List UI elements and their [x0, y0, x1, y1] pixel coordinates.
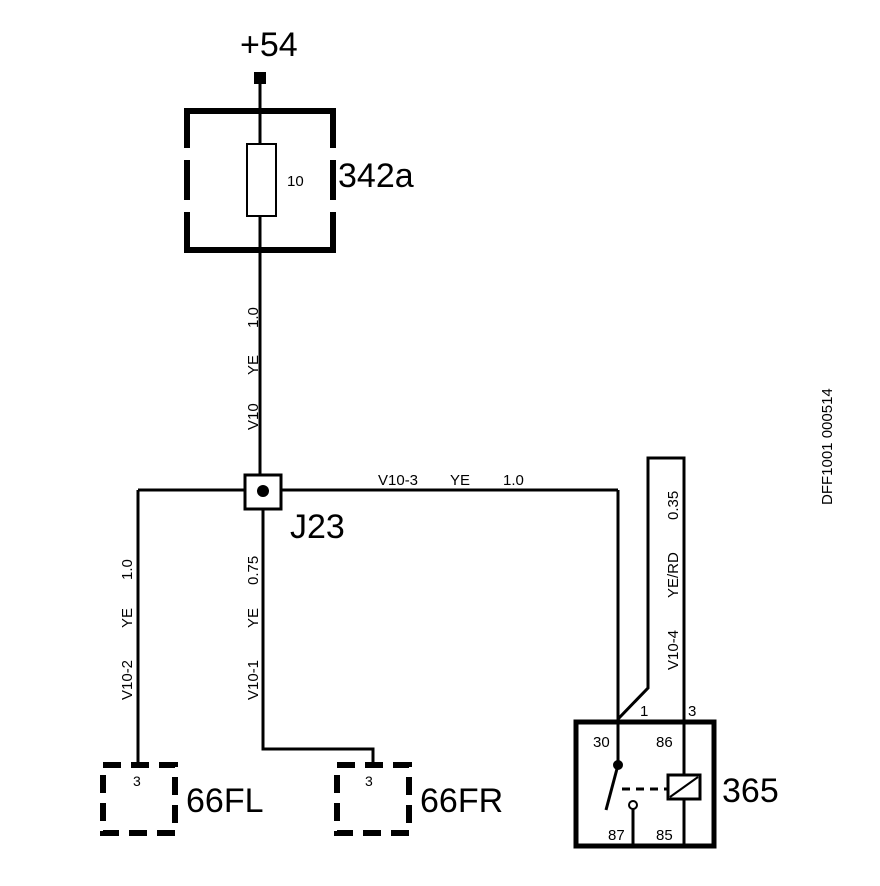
supply-label: +54: [240, 26, 298, 64]
wire-v10-1-size: 0.75: [245, 556, 262, 585]
wire-v10-4-label: V10-4 YE/RD 0.35: [665, 491, 682, 670]
drawing-reference-text: DFF1001 000514: [819, 388, 836, 505]
wire-v10-2-name: V10-2: [119, 660, 136, 700]
connector-66fr-id: 66FR: [420, 782, 503, 820]
wire-v10-label: V10 YE 1.0: [245, 307, 262, 430]
relay-id-label: 365: [722, 772, 779, 810]
wire-v10-size: 1.0: [245, 307, 262, 328]
wire-v10-1-label: V10-1 YE 0.75: [245, 556, 262, 700]
connector-66fr: [334, 762, 412, 836]
relay-pin-86: 86: [656, 734, 673, 751]
junction-node: [257, 485, 269, 497]
drawing-reference: DFF1001 000514: [819, 388, 836, 505]
wire-v10-color: YE: [245, 355, 262, 375]
connector-66fl: [100, 762, 178, 836]
relay-box-365: [573, 719, 717, 849]
wire-v10-1: [261, 509, 375, 765]
wire-v10-3-name: V10-3: [378, 472, 418, 489]
wire-v10-4-size: 0.35: [665, 491, 682, 520]
fuse-element: [246, 143, 277, 217]
relay-pin-85: 85: [656, 827, 673, 844]
supply-terminal: [254, 72, 266, 84]
wire-v10-4-color: YE/RD: [665, 552, 682, 598]
fuse-box-342a: [184, 108, 336, 253]
wire-v10-2-color: YE: [119, 608, 136, 628]
wire-v10-3-size: 1.0: [503, 472, 524, 489]
relay-pin-30: 30: [593, 734, 610, 751]
relay-switch-arm: [604, 764, 620, 811]
wire-v10-1-color: YE: [245, 608, 262, 628]
wire-v10-3-color: YE: [450, 472, 470, 489]
fuse-rating: 10: [287, 173, 304, 190]
wire-v10-1-name: V10-1: [245, 660, 262, 700]
fuse-id-label: 342a: [338, 157, 414, 195]
connector-66fl-id: 66FL: [186, 782, 264, 820]
connector-66fr-pin: 3: [365, 773, 373, 789]
relay-conn-pin-right: 3: [688, 703, 696, 720]
relay-pin-87: 87: [608, 827, 625, 844]
connector-66fl-pin: 3: [133, 773, 141, 789]
wire-v10-2-label: V10-2 YE 1.0: [119, 559, 136, 700]
wire-v10-2-size: 1.0: [119, 559, 136, 580]
wire-v10-3-relay: [616, 456, 686, 723]
wire-v10-name: V10: [245, 403, 262, 430]
relay-coil-diagonal: [669, 776, 699, 798]
relay-contact-87: [628, 800, 638, 810]
wire-v10-4-name: V10-4: [665, 630, 682, 670]
junction-id-label: J23: [290, 508, 345, 546]
relay-conn-pin-left: 1: [640, 703, 648, 720]
